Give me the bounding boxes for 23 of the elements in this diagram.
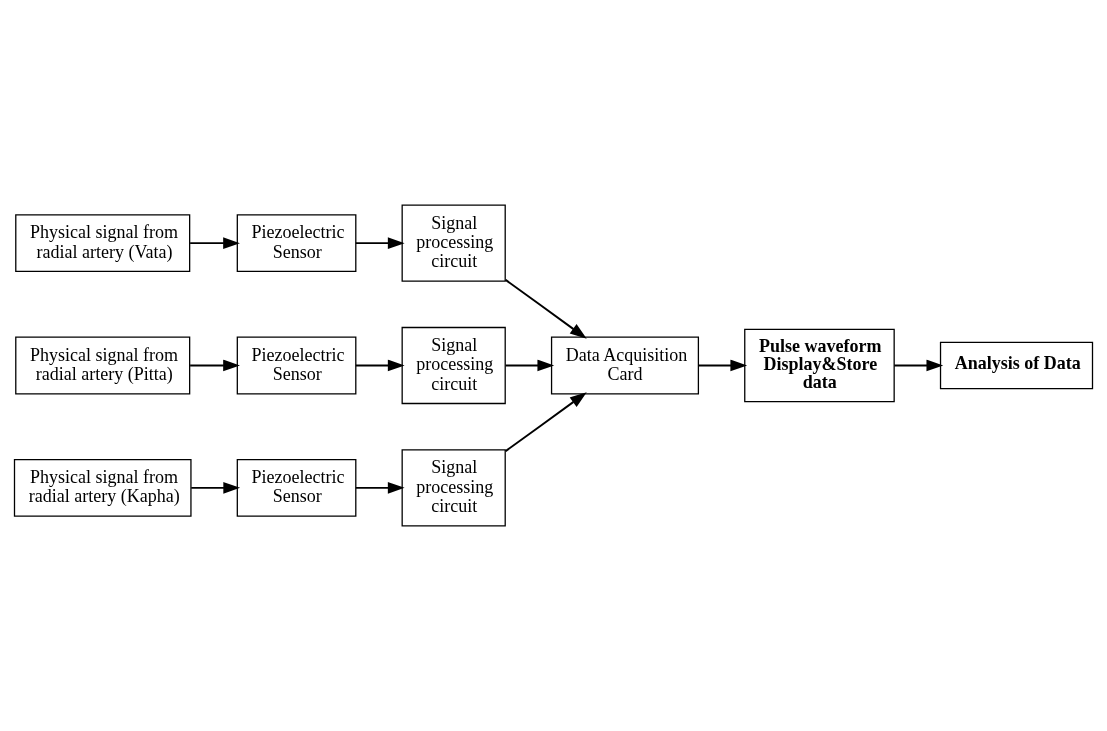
node-box: Physical signal from radial artery (Vata) [15, 214, 191, 273]
node-box: Analysis of Data [939, 341, 1094, 390]
arrow [189, 359, 240, 372]
node-box: Piezoelectric Sensor [236, 458, 357, 517]
arrow [504, 392, 587, 453]
node-box: Piezoelectric Sensor [236, 214, 357, 273]
node-box: Data Acquisition Card [550, 336, 700, 395]
arrow [893, 359, 944, 372]
node-box: Pulse waveform Display&Store data [744, 328, 895, 403]
arrow [697, 359, 748, 372]
node-box: Signal processing circuit [401, 326, 506, 405]
arrow [354, 359, 405, 372]
arrow [354, 482, 405, 494]
arrow [504, 278, 587, 339]
arrow [354, 237, 405, 249]
node-box: Signal processing circuit [401, 449, 506, 527]
node-box: Physical signal from radial artery (Kapha) [13, 458, 192, 517]
node-box: Piezoelectric Sensor [236, 336, 357, 395]
node-box: Physical signal from radial artery (Pitta) [15, 336, 191, 395]
arrow [504, 359, 555, 372]
node-box: Signal processing circuit [401, 204, 506, 282]
arrow [189, 237, 240, 249]
arrow [190, 482, 241, 494]
